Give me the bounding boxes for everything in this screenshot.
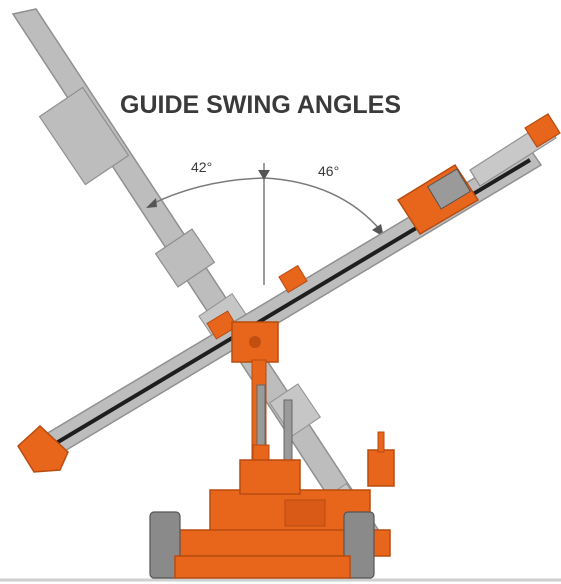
bottom-centralizer [17, 424, 69, 473]
center-arrowhead [258, 170, 270, 180]
left-track [149, 511, 181, 579]
angle-annotation: 42° 46° [146, 159, 384, 285]
drill-head-cap [524, 113, 561, 148]
left-guide-clamp [154, 228, 216, 288]
hose-reel-mast [377, 431, 385, 453]
left-arrowhead [146, 198, 157, 208]
right-guide [17, 113, 561, 473]
right-angle-arc [263, 177, 383, 233]
hose-reel [367, 449, 395, 487]
left-guide-carriage [38, 86, 130, 186]
rock-drill-housing [427, 168, 471, 210]
left-angle-label: 42° [191, 159, 212, 175]
bottom-track [174, 555, 351, 579]
diagram-title: GUIDE SWING ANGLES [120, 91, 401, 119]
lower-guide-clamp [206, 310, 238, 340]
left-angle-arc [149, 177, 265, 206]
carrier [149, 431, 395, 579]
left-guide-lower-block [269, 383, 321, 437]
upper-guide-clamp [278, 264, 308, 294]
right-angle-label: 46° [318, 163, 339, 179]
carrier-cab [239, 459, 301, 495]
right-track [343, 511, 375, 579]
pivot-pin [249, 336, 261, 348]
carrier-panel [284, 499, 326, 527]
